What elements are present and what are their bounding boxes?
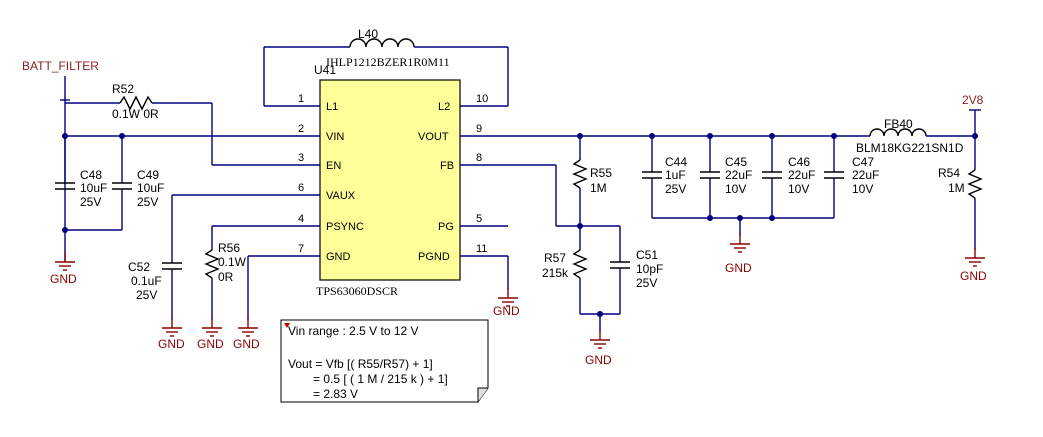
label-r56-v1: 0.1W xyxy=(218,255,247,269)
label-c49-ref: C49 xyxy=(137,168,159,182)
label-c51-v1: 10pF xyxy=(636,262,663,276)
pin-num-10: 10 xyxy=(476,93,488,105)
inductor-l40[interactable] xyxy=(349,38,415,48)
label-gnd-fb: GND xyxy=(585,353,612,367)
ground-symbol-output xyxy=(729,233,751,253)
label-r54-value: 1M xyxy=(948,181,965,195)
net-label-2v8: 2V8 xyxy=(962,93,984,107)
note-line-formula: Vout = Vfb [( R55/R57) + 1] xyxy=(288,357,433,371)
pin-num-6: 6 xyxy=(298,182,304,194)
pin-num-9: 9 xyxy=(476,123,482,135)
pin-num-3: 3 xyxy=(298,152,304,164)
resistor-r55[interactable] xyxy=(572,159,588,189)
label-r56-ref: R56 xyxy=(218,241,240,255)
resistor-r56[interactable] xyxy=(204,249,220,279)
note-box: Vin range : 2.5 V to 12 V Vout = Vfb [( … xyxy=(280,319,489,403)
ferrite-fb40[interactable] xyxy=(869,128,927,137)
label-fb40-value: BLM18KG221SN1D xyxy=(856,141,964,155)
label-c52-v1: 0.1uF xyxy=(131,274,162,288)
label-c44-v2: 25V xyxy=(665,182,686,196)
label-ic-part: TPS63060DSCR xyxy=(316,284,398,298)
label-r56-v2: 0R xyxy=(218,270,234,284)
pin-name-pg: PG xyxy=(438,221,454,233)
label-gnd-pgnd: GND xyxy=(493,304,520,318)
label-c52-v2: 25V xyxy=(136,288,157,302)
net-label-batt: BATT_FILTER xyxy=(22,59,99,73)
label-r52-ref: R52 xyxy=(112,82,134,96)
pin-name-pgnd: PGND xyxy=(418,251,450,263)
label-r52-value: 0.1W 0R xyxy=(112,107,159,121)
ic-u41-body[interactable] xyxy=(319,79,461,281)
label-ic-ref: U41 xyxy=(314,63,336,77)
pin-name-vout: VOUT xyxy=(418,131,449,143)
label-c45-v2: 10V xyxy=(725,182,746,196)
label-c47-v1: 22uF xyxy=(852,168,879,182)
label-c51-ref: C51 xyxy=(636,248,658,262)
label-gnd-output: GND xyxy=(725,261,752,275)
label-c48-ref: C48 xyxy=(80,168,102,182)
label-r55-value: 1M xyxy=(590,181,607,195)
pin-name-gnd: GND xyxy=(326,251,351,263)
label-c47-v2: 10V xyxy=(852,182,873,196)
label-gnd-c52: GND xyxy=(158,337,185,351)
label-gnd-r56: GND xyxy=(197,337,224,351)
note-line-vin-range: Vin range : 2.5 V to 12 V xyxy=(288,324,419,338)
resistor-r57[interactable] xyxy=(572,249,588,279)
pin-num-1: 1 xyxy=(298,93,304,105)
label-c49-v2: 25V xyxy=(137,195,158,209)
pin-name-psync: PSYNC xyxy=(326,221,364,233)
ground-symbol-r54 xyxy=(964,247,986,267)
resistor-r52[interactable] xyxy=(119,95,153,111)
label-r55-ref: R55 xyxy=(590,166,612,180)
label-c47-ref: C47 xyxy=(852,155,874,169)
label-r54-ref: R54 xyxy=(938,166,960,180)
pin-name-l1: L1 xyxy=(326,101,338,113)
pin-num-4: 4 xyxy=(298,213,304,225)
label-c46-ref: C46 xyxy=(788,155,810,169)
ground-symbol-input xyxy=(54,251,76,271)
label-c45-v1: 22uF xyxy=(725,168,752,182)
ground-symbol-pin7 xyxy=(237,317,259,337)
label-c46-v2: 10V xyxy=(788,182,809,196)
pin-name-en: EN xyxy=(326,160,341,172)
note-line-substitution: = 0.5 [ ( 1 M / 215 k ) + 1] xyxy=(313,372,448,386)
pin-name-l2: L2 xyxy=(438,101,450,113)
label-c48-v1: 10uF xyxy=(80,181,107,195)
label-fb40-ref: FB40 xyxy=(884,117,913,131)
label-c44-ref: C44 xyxy=(665,155,687,169)
resistor-r54[interactable] xyxy=(967,169,983,199)
label-r57-ref: R57 xyxy=(544,251,566,265)
pin-num-5: 5 xyxy=(476,213,482,225)
label-c49-v1: 10uF xyxy=(137,181,164,195)
pin-name-vaux: VAUX xyxy=(326,190,356,202)
ground-symbol-r56 xyxy=(201,317,223,337)
label-c45-ref: C45 xyxy=(725,155,747,169)
label-gnd-pin7: GND xyxy=(233,337,260,351)
pin-num-2: 2 xyxy=(298,123,304,135)
label-c46-v1: 22uF xyxy=(788,168,815,182)
label-c52-ref: C52 xyxy=(128,260,150,274)
label-gnd-input: GND xyxy=(50,272,77,286)
note-line-result: = 2.83 V xyxy=(313,387,358,401)
pin-name-fb: FB xyxy=(440,160,454,172)
pin-name-vin: VIN xyxy=(326,131,344,143)
label-c44-v1: 1uF xyxy=(665,168,686,182)
label-l40-ref: L40 xyxy=(358,27,378,41)
label-r57-value: 215k xyxy=(542,266,569,280)
ground-symbol-fb xyxy=(589,329,611,349)
label-c48-v2: 25V xyxy=(80,195,101,209)
pin-num-11: 11 xyxy=(476,243,487,255)
label-l40-value: IHLP1212BZER1R0M11 xyxy=(326,55,450,69)
label-gnd-r54: GND xyxy=(960,269,987,283)
pin-num-7: 7 xyxy=(298,243,304,255)
label-c51-v2: 25V xyxy=(636,276,657,290)
pin-num-8: 8 xyxy=(476,152,482,164)
ground-symbol-c52 xyxy=(161,317,183,337)
